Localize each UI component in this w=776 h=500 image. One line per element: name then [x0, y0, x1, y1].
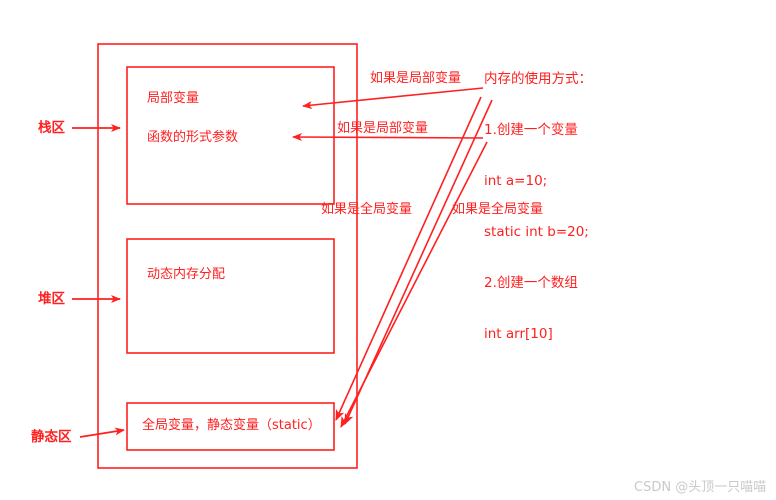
usage-note-block: 内存的使用方式： 1.创建一个变量 int a=10; static int b…: [484, 37, 592, 377]
usage-note-line-1: 内存的使用方式：: [484, 71, 592, 87]
annotation-global-2: 如果是全局变量: [452, 202, 544, 217]
global-var-arrow-3: [340, 141, 488, 428]
annotation-local-1: 如果是局部变量: [370, 71, 462, 86]
stack-box-line-1: 局部变量: [147, 91, 200, 106]
static-box-line-1: 全局变量，静态变量（static）: [142, 418, 321, 433]
heap-box-line-1: 动态内存分配: [147, 267, 226, 282]
heap-box: [126, 238, 335, 354]
region-label-heap: 堆区: [38, 291, 65, 307]
static-pointer-arrow: [79, 427, 125, 438]
stack-box: [126, 66, 335, 205]
usage-note-line-2: 1.创建一个变量: [484, 122, 578, 138]
csdn-watermark: CSDN @头顶一只喵喵: [634, 480, 767, 495]
local-var-arrow-2: [292, 133, 484, 142]
usage-note-line-5: 2.创建一个数组: [484, 275, 578, 291]
region-label-stack: 栈区: [38, 120, 65, 136]
static-box: [126, 402, 335, 451]
memory-outer-box: [97, 43, 358, 469]
global-var-arrow-1: [335, 96, 482, 421]
usage-note-line-6: int arr[10]: [484, 326, 553, 342]
region-label-static: 静态区: [31, 429, 72, 445]
usage-note-line-4: static int b=20;: [484, 224, 589, 240]
usage-note-line-3: int a=10;: [484, 173, 548, 189]
local-var-arrow-1: [302, 87, 484, 110]
annotation-global-1: 如果是全局变量: [321, 202, 413, 217]
stack-box-line-2: 函数的形式参数: [147, 130, 239, 145]
annotation-local-2: 如果是局部变量: [337, 121, 429, 136]
